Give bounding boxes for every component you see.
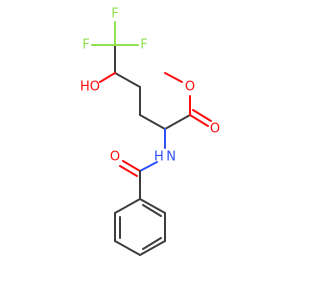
bond-n-amide-c (139, 161, 158, 172)
atom-label-layer: F F F HO O O H N O (80, 7, 220, 165)
atom-f-left: F (82, 38, 89, 53)
atom-ester-o: O (185, 80, 195, 95)
bond-ring-6 (139, 198, 166, 214)
atom-f-right: F (140, 38, 147, 53)
bond-ring-4 (139, 240, 166, 256)
bond-layer (91, 21, 212, 256)
atom-amide-nh: H N (154, 150, 176, 165)
bond-ring-3 (114, 240, 141, 256)
bond-c5-c4 (114, 72, 141, 88)
atom-carbonyl-o: O (210, 122, 220, 137)
bond-c3-c2 (139, 114, 166, 130)
atom-amide-o: O (110, 150, 120, 165)
bond-ring-inner-2 (142, 237, 162, 250)
bond-amide-carbonyl-2 (119, 165, 138, 177)
bond-ring-1 (114, 198, 141, 214)
bond-ester-carbonyl-2 (192, 109, 212, 122)
bond-ring-inner-3 (142, 204, 162, 217)
bond-c2-ester (164, 114, 191, 130)
molecule-structure: F F F HO O O H N O (80, 7, 220, 256)
bond-o-methyl (164, 72, 183, 83)
bond-c5-oh (99, 72, 116, 83)
atom-hydroxyl: HO (80, 80, 100, 95)
bond-ester-carbonyl-1 (189, 114, 209, 127)
atom-f-top: F (111, 7, 118, 22)
bond-amide-carbonyl-1 (122, 160, 141, 172)
